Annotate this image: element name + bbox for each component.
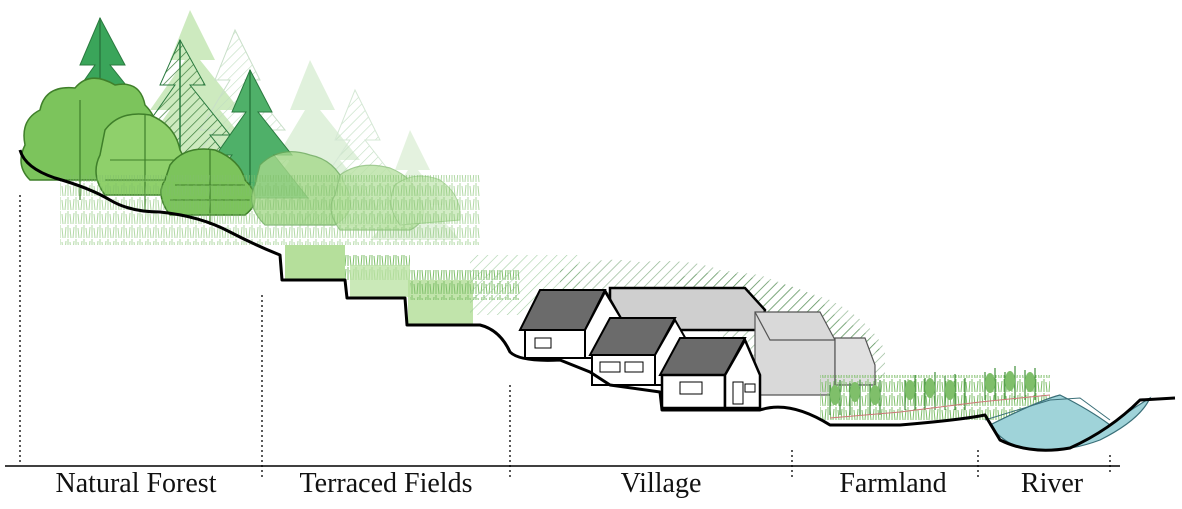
label-farmland: Farmland [839,468,947,499]
label-village: Village [620,468,702,499]
label-natural-forest: Natural Forest [55,468,217,499]
village-buildings [518,286,876,410]
forest-grass [60,175,480,245]
house-3 [658,337,762,410]
label-terraced-fields: Terraced Fields [299,468,473,499]
label-river: River [1020,468,1084,499]
ground-profile [18,149,1176,452]
farmland-crops [820,366,1051,420]
river-bank [984,397,1111,421]
zone-dividers [19,195,1111,480]
